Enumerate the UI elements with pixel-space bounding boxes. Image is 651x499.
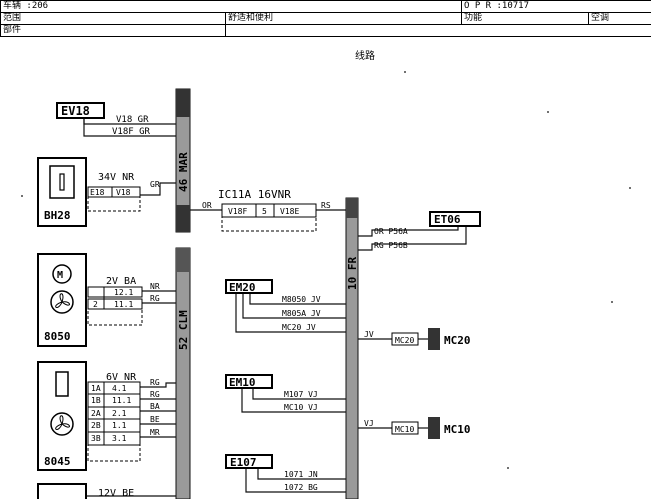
8045-connector	[87, 381, 141, 446]
wire-label-rg1: RG	[150, 378, 160, 387]
mc20-connector-label: MC20	[395, 336, 414, 345]
pin-2b: 2B	[91, 421, 101, 430]
j1071-label: 1071 JN	[284, 470, 318, 479]
ev18-label: EV18	[61, 104, 90, 118]
em10-box	[225, 374, 273, 389]
m8050-label: M8050 JV	[282, 295, 321, 304]
mc10-connector-label: MC10	[395, 425, 414, 434]
em20-box	[225, 279, 273, 294]
wire-mc10vj	[241, 387, 346, 413]
p56b-label: RG P56B	[374, 241, 408, 250]
wire-mc20jv	[235, 291, 346, 333]
wire-1072	[245, 468, 346, 493]
bar-10-label: 10 FR	[346, 257, 359, 290]
v18e-label: V18E	[280, 207, 299, 216]
ev18-box	[56, 102, 105, 119]
bh28-label: BH28	[44, 209, 71, 222]
wire-label-be: BE	[150, 415, 160, 424]
wire-1071	[257, 468, 346, 480]
rs-label: RS	[321, 201, 331, 210]
e107-box	[225, 454, 273, 469]
v18fgr-label: V18F GR	[112, 127, 151, 137]
wire-label-ba: BA	[150, 402, 160, 411]
connector-bar-10: 10 FR	[345, 197, 359, 499]
pin-31: 3.1	[112, 434, 127, 443]
nr-label: NR	[150, 282, 160, 291]
8045-label: 8045	[44, 455, 71, 468]
m107-label: M107 VJ	[284, 390, 318, 399]
em20-label: EM20	[229, 281, 256, 294]
ground-mc10-icon	[428, 417, 440, 439]
bottom-component-box	[37, 483, 87, 499]
pin-11: 1.1	[112, 421, 127, 430]
connector-bar-52: 52 CLM	[175, 247, 191, 499]
or-label: OR	[202, 201, 212, 210]
wire-m107	[252, 387, 346, 400]
wire-m805a	[242, 291, 346, 319]
bar-46-label: 46 MAR	[177, 152, 190, 192]
rg-label: RG	[150, 294, 160, 303]
et06-box	[429, 211, 481, 227]
c121-label: 12.1	[114, 288, 133, 297]
mc20jv-label: MC20 JV	[282, 323, 316, 332]
wire-bh28	[140, 182, 176, 196]
vj-label: VJ	[364, 419, 374, 428]
mc10-label: MC10	[444, 423, 471, 436]
pin-2a: 2A	[91, 409, 101, 418]
wire-label-mr: MR	[150, 428, 160, 437]
nr34-label: 34V NR	[98, 172, 135, 183]
jv-label: JV	[364, 330, 374, 339]
p56a-label: OR P56A	[374, 227, 408, 236]
mc10vj-label: MC10 VJ	[284, 403, 318, 412]
c2-label: 2	[93, 300, 98, 309]
nr6v-label: 6V NR	[106, 372, 137, 383]
header-table: 车辆 :206 O P R :10717 范围 舒适和便利 功能 空调 部件	[0, 0, 651, 37]
m805a-label: M805A JV	[282, 309, 321, 318]
pin-1b: 1B	[91, 396, 101, 405]
j1072-label: 1072 BG	[284, 483, 318, 492]
pin-41: 4.1	[112, 384, 127, 393]
ba2v-label: 2V BA	[106, 276, 136, 287]
gr-label: GR	[150, 180, 160, 189]
wire-v18f	[83, 118, 176, 137]
motor-icon	[52, 264, 72, 284]
diagram-caption: 线路	[355, 51, 375, 62]
wire-8045-1	[140, 382, 176, 388]
connector-bar-46: 46 MAR	[175, 88, 191, 233]
wire-p56a	[358, 226, 459, 237]
be12-label: 12V BE	[98, 488, 134, 499]
c111-label: 11.1	[114, 300, 133, 309]
pin-3b: 3B	[91, 434, 101, 443]
pin-21: 2.1	[112, 409, 127, 418]
pin-1a: 1A	[91, 384, 101, 393]
v18gr-label: V18 GR	[116, 115, 149, 125]
bar-52-label: 52 CLM	[177, 310, 190, 350]
five-label: 5	[262, 207, 267, 216]
mc10-connector	[391, 421, 419, 435]
e107-label: E107	[230, 456, 257, 469]
8050-label: 8050	[44, 330, 71, 343]
em10-label: EM10	[229, 376, 256, 389]
v18f-label: V18F	[228, 207, 247, 216]
svg-text:M: M	[57, 270, 63, 281]
wire-label-rg2: RG	[150, 390, 160, 399]
ground-mc20-icon	[428, 328, 440, 350]
ic11a-label: IC11A 16VNR	[218, 188, 291, 201]
mc20-label: MC20	[444, 334, 471, 347]
resistor-icon	[55, 371, 69, 397]
wire-m8050	[249, 291, 346, 305]
pin-111: 11.1	[112, 396, 131, 405]
wire-p56b	[358, 226, 467, 251]
e18-label: E18	[90, 188, 105, 197]
v18-label: V18	[116, 188, 131, 197]
mc20-connector	[391, 332, 419, 346]
component-label: 部件	[0, 24, 226, 37]
et06-label: ET06	[434, 213, 461, 226]
